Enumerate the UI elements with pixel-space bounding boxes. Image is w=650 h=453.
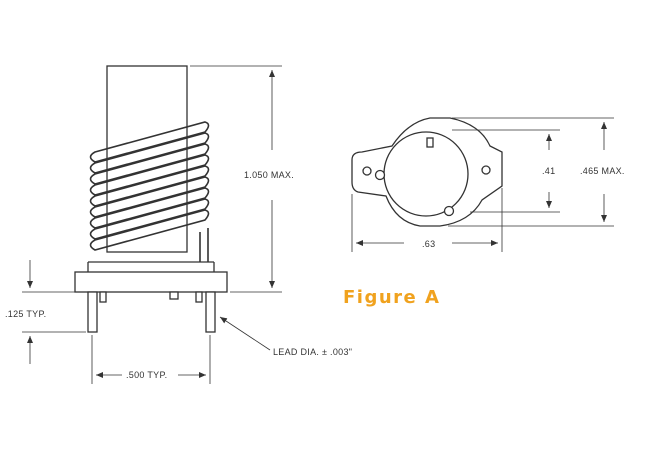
dim-lead-spacing: .125 TYP.: [5, 309, 46, 319]
pin-hole-right: [481, 165, 491, 175]
dim-top-height-a: .41: [542, 166, 555, 176]
core-circle: [383, 131, 469, 217]
base-plate: [74, 271, 228, 293]
dim-height-max: 1.050 MAX.: [244, 170, 294, 180]
dim-top-height-b: .465 MAX.: [580, 166, 625, 176]
top-view: [351, 117, 503, 227]
lead-left: [87, 291, 98, 333]
coil-windings: [89, 121, 210, 262]
pin-hole-left: [362, 166, 372, 176]
dim-lead-dia: LEAD DIA. ± .003": [273, 347, 352, 357]
dim-top-width: .63: [422, 239, 435, 249]
figure-label: Figure A: [343, 287, 441, 308]
side-view: [74, 65, 228, 333]
lead-right: [205, 291, 216, 333]
dim-lead-pitch: .500 TYP.: [126, 370, 167, 380]
